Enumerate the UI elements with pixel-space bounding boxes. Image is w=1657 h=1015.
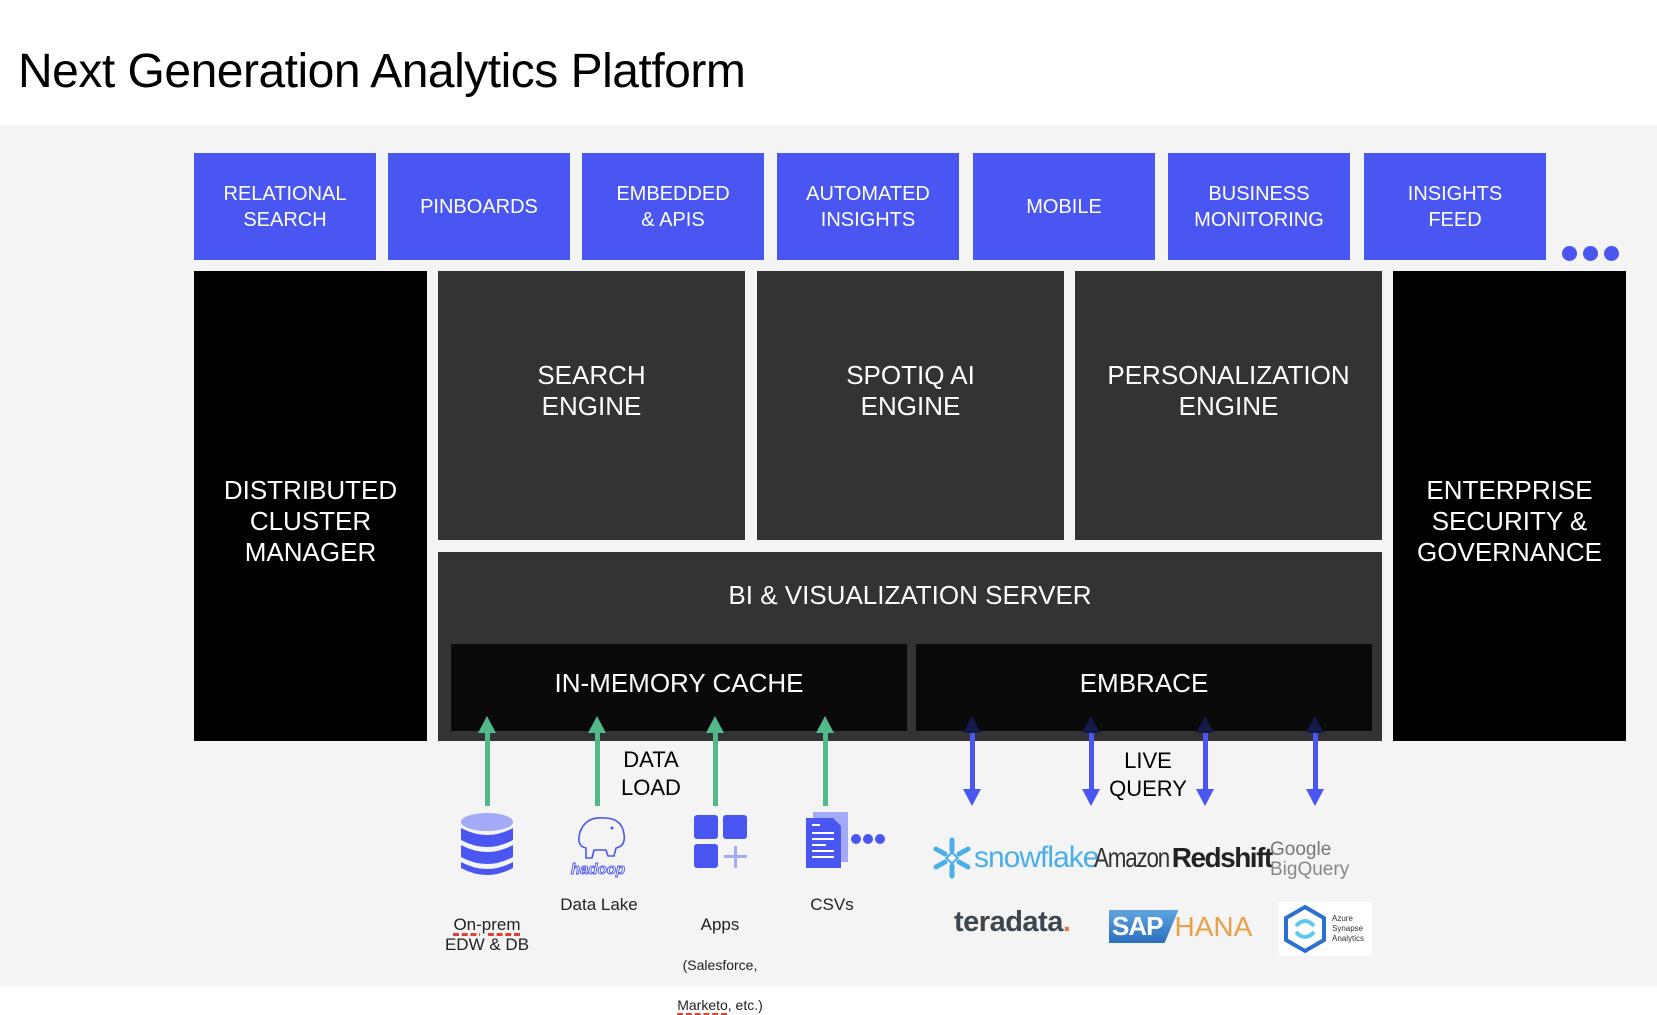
in-memory-cache: IN-MEMORY CACHE: [451, 644, 907, 731]
apps-grid-icon: [694, 815, 747, 868]
amazon-redshift-logo: AmazonRedshift: [1094, 842, 1273, 873]
enterprise-security-governance: ENTERPRISE SECURITY & GOVERNANCE: [1393, 271, 1626, 741]
live-query-label: LIVE QUERY: [1109, 748, 1187, 801]
azure-synapse-icon: [1284, 904, 1326, 954]
bi-server-label: BI & VISUALIZATION SERVER: [728, 580, 1092, 610]
data-load-label: DATA LOAD: [621, 747, 681, 800]
engine-label: SEARCH ENGINE: [537, 359, 646, 421]
hadoop-elephant-icon: hadoop: [570, 816, 626, 878]
pillar-label: ENTERPRISE SECURITY & GOVERNANCE: [1417, 474, 1602, 567]
sap-hana-logo: SAP HANA: [1109, 910, 1252, 943]
spotiq-ai-engine: SPOTIQ AI ENGINE: [757, 271, 1064, 540]
svg-text:hadoop: hadoop: [571, 861, 625, 878]
pillar-label: DISTRIBUTED CLUSTER MANAGER: [223, 474, 398, 567]
distributed-cluster-manager: DISTRIBUTED CLUSTER MANAGER: [194, 271, 427, 741]
engine-label: SPOTIQ AI ENGINE: [846, 359, 975, 421]
feature-pinboards: PINBOARDS: [388, 153, 570, 260]
feature-mobile: MOBILE: [973, 153, 1155, 260]
teradata-logo: teradata.: [954, 906, 1071, 938]
csv-documents-icon: [806, 812, 885, 868]
in-memory-cache-label: IN-MEMORY CACHE: [554, 668, 804, 698]
snowflake-icon: [933, 837, 971, 879]
more-dots-icon: [1562, 246, 1619, 261]
feature-business-monitoring: BUSINESS MONITORING: [1168, 153, 1350, 260]
search-engine: SEARCH ENGINE: [438, 271, 745, 540]
feature-embedded-apis: EMBEDDED & APIS: [582, 153, 764, 260]
source-label-apps: Apps (Salesforce, Marketo, etc.): [677, 915, 763, 1013]
feature-automated-insights: AUTOMATED INSIGHTS: [777, 153, 959, 260]
engine-label: PERSONALIZATION ENGINE: [1107, 359, 1350, 421]
snowflake-logo: snowflake: [933, 836, 1099, 880]
embrace-label: EMBRACE: [1079, 668, 1209, 698]
bi-visualization-server: BI & VISUALIZATION SERVER IN-MEMORY CACH…: [438, 552, 1382, 741]
embrace: EMBRACE: [916, 644, 1372, 731]
source-label-csvs: CSVs: [810, 895, 854, 914]
personalization-engine: PERSONALIZATION ENGINE: [1075, 271, 1382, 540]
feature-relational-search: RELATIONAL SEARCH: [194, 153, 376, 260]
page-title: Next Generation Analytics Platform: [18, 45, 746, 98]
database-icon: [461, 813, 513, 875]
source-label-data-lake: Data Lake: [560, 895, 638, 914]
feature-insights-feed: INSIGHTS FEED: [1364, 153, 1546, 260]
